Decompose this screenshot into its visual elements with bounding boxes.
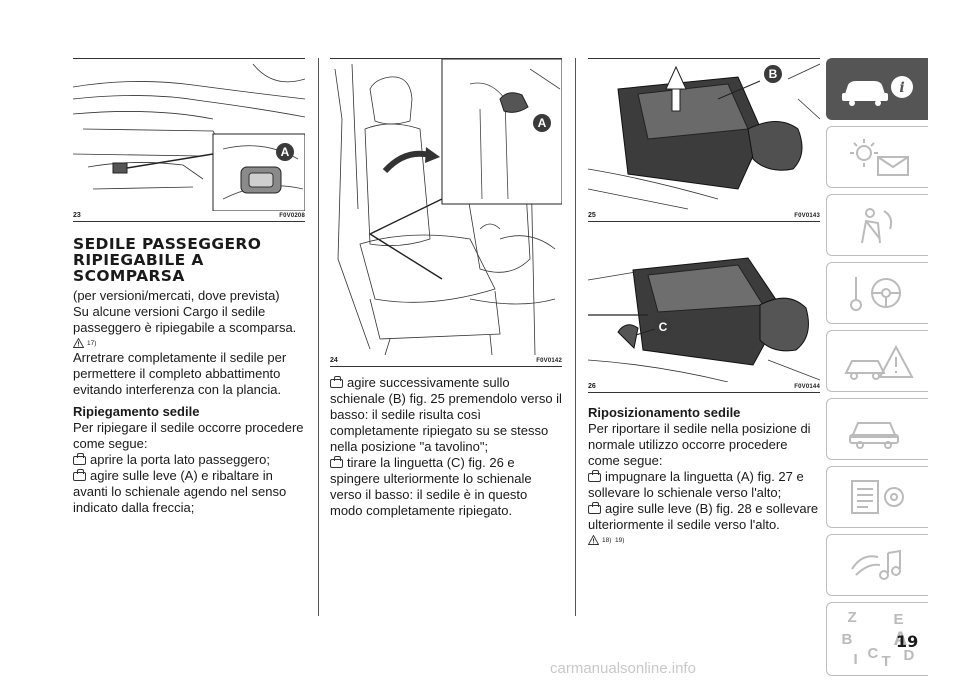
figure-number: 23	[73, 212, 81, 219]
index-letter: E	[893, 611, 904, 628]
tab-car-info[interactable]: i	[826, 58, 928, 120]
section-heading: SEDILE PASSEGGERO RIPIEGABILE A SCOMPARS…	[73, 236, 305, 284]
figure-25-caption: 25 F0V0143	[588, 211, 820, 222]
figure-24: A 24 F0V0142	[330, 58, 562, 367]
index-letter: A	[893, 629, 908, 650]
callout-c: C	[654, 318, 672, 336]
availability-note: (per versioni/mercati, dove prevista)	[73, 288, 280, 303]
emergency-triangle-icon	[843, 344, 914, 380]
callout-a: A	[533, 114, 551, 132]
tab-index[interactable]: Z E B A I C T D	[826, 602, 928, 676]
figure-code: F0V0208	[279, 213, 305, 219]
bullet-item: agire sulle leve (A) e ribaltare in avan…	[73, 468, 305, 516]
bullet-icon	[330, 376, 343, 388]
paragraph: Per riportare il sedile nella posizione …	[588, 421, 811, 468]
car-info-icon: i	[841, 76, 913, 106]
paragraph: Per ripiegare il sedile occorre proceder…	[73, 420, 304, 451]
subheading: Ripiegamento sedile	[73, 404, 200, 419]
column-2: A 24 F0V0142 agire successivamente sullo…	[330, 58, 562, 519]
figure-23: A 23 F0V0208	[73, 58, 305, 222]
figure-24-illustration	[334, 59, 562, 356]
figure-23-caption: 23 F0V0208	[73, 211, 305, 222]
key-steering-wheel-icon	[849, 277, 901, 311]
figure-23-illustration	[73, 63, 305, 211]
figure-25-illustration	[588, 63, 820, 210]
tab-maintenance[interactable]	[826, 398, 928, 460]
tab-emergency[interactable]	[826, 330, 928, 392]
airbag-seatbelt-icon	[860, 208, 892, 244]
warning-lights-icon	[849, 139, 909, 176]
bullet-text: impugnare la linguetta (A) fig. 27 e sol…	[588, 469, 804, 500]
index-letter: B	[841, 631, 853, 648]
multimedia-icon	[850, 549, 901, 580]
column-divider	[318, 58, 319, 616]
bullet-item: agire sulle leve (B) fig. 28 e sollevare…	[588, 501, 820, 533]
bullet-icon	[588, 502, 601, 514]
tab-safety[interactable]	[826, 194, 928, 256]
bullet-text: agire successivamente sullo schienale (B…	[330, 375, 562, 454]
index-letter: Z	[847, 609, 857, 626]
index-letter: C	[867, 645, 879, 662]
callout-b: B	[764, 65, 782, 83]
column-3: B 25 F0V0143 C 26 F0V0144 Riposizionamen…	[588, 58, 820, 547]
bullet-icon	[588, 470, 601, 482]
figure-26-caption: 26 F0V0144	[588, 382, 820, 393]
bullet-icon	[73, 469, 86, 481]
column-divider	[575, 58, 576, 616]
heading-line: SCOMPARSA	[73, 267, 185, 285]
chapter-sidebar: i	[826, 58, 928, 682]
watermark: carmanualsonline.info	[550, 660, 696, 677]
bullet-item: impugnare la linguetta (A) fig. 27 e sol…	[588, 469, 820, 501]
warning-triangle-icon	[73, 338, 84, 348]
figure-code: F0V0144	[794, 384, 820, 390]
index-letter: I	[853, 651, 858, 668]
figure-number: 26	[588, 383, 596, 390]
tab-technical-data[interactable]	[826, 466, 928, 528]
bullet-text: agire sulle leve (A) e ribaltare in avan…	[73, 468, 287, 515]
index-letter: D	[903, 647, 915, 664]
technical-data-icon	[850, 480, 904, 514]
bullet-text: tirare la linguetta (C) fig. 26 e spinge…	[330, 455, 532, 518]
figure-26: C 26 F0V0144	[588, 250, 820, 393]
figure-24-caption: 24 F0V0142	[330, 356, 562, 367]
column-1: A 23 F0V0208 SEDILE PASSEGGERO RIPIEGABI…	[73, 58, 305, 516]
heading-line: SEDILE PASSEGGERO	[73, 235, 262, 253]
figure-26-illustration	[588, 257, 820, 382]
warning-number: 17)	[87, 339, 97, 347]
figure-code: F0V0143	[794, 213, 820, 219]
svg-text:i: i	[899, 80, 904, 96]
warning-reference: 17)	[73, 338, 305, 348]
tab-multimedia[interactable]	[826, 534, 928, 596]
heading-line: RIPIEGABILE A	[73, 251, 204, 269]
warning-reference: 18) 19)	[588, 535, 820, 545]
bullet-item: tirare la linguetta (C) fig. 26 e spinge…	[330, 455, 562, 519]
alphabetical-index-icon: Z E B A I C T D	[838, 607, 918, 671]
tab-warning-lights[interactable]	[826, 126, 928, 188]
bullet-icon	[330, 456, 343, 468]
figure-number: 24	[330, 357, 338, 364]
callout-a: A	[276, 143, 294, 161]
index-letter: T	[881, 653, 891, 670]
figure-code: F0V0142	[536, 358, 562, 364]
bullet-icon	[73, 453, 86, 465]
bullet-text: aprire la porta lato passeggero;	[90, 452, 270, 467]
paragraph: Arretrare completamente il sedile per pe…	[73, 350, 287, 397]
bullet-text: agire sulle leve (B) fig. 28 e sollevare…	[588, 501, 819, 532]
subheading: Riposizionamento sedile	[588, 405, 741, 420]
figure-number: 25	[588, 212, 596, 219]
warning-triangle-icon	[588, 535, 599, 545]
paragraph: Su alcune versioni Cargo il sedile passe…	[73, 304, 297, 335]
tab-starting-driving[interactable]	[826, 262, 928, 324]
warning-number: 18) 19)	[602, 536, 625, 544]
figure-25: B 25 F0V0143	[588, 58, 820, 222]
car-maintenance-icon	[848, 422, 899, 449]
bullet-item: agire successivamente sullo schienale (B…	[330, 375, 562, 455]
page-number: 19	[896, 632, 919, 651]
bullet-item: aprire la porta lato passeggero;	[73, 452, 305, 468]
